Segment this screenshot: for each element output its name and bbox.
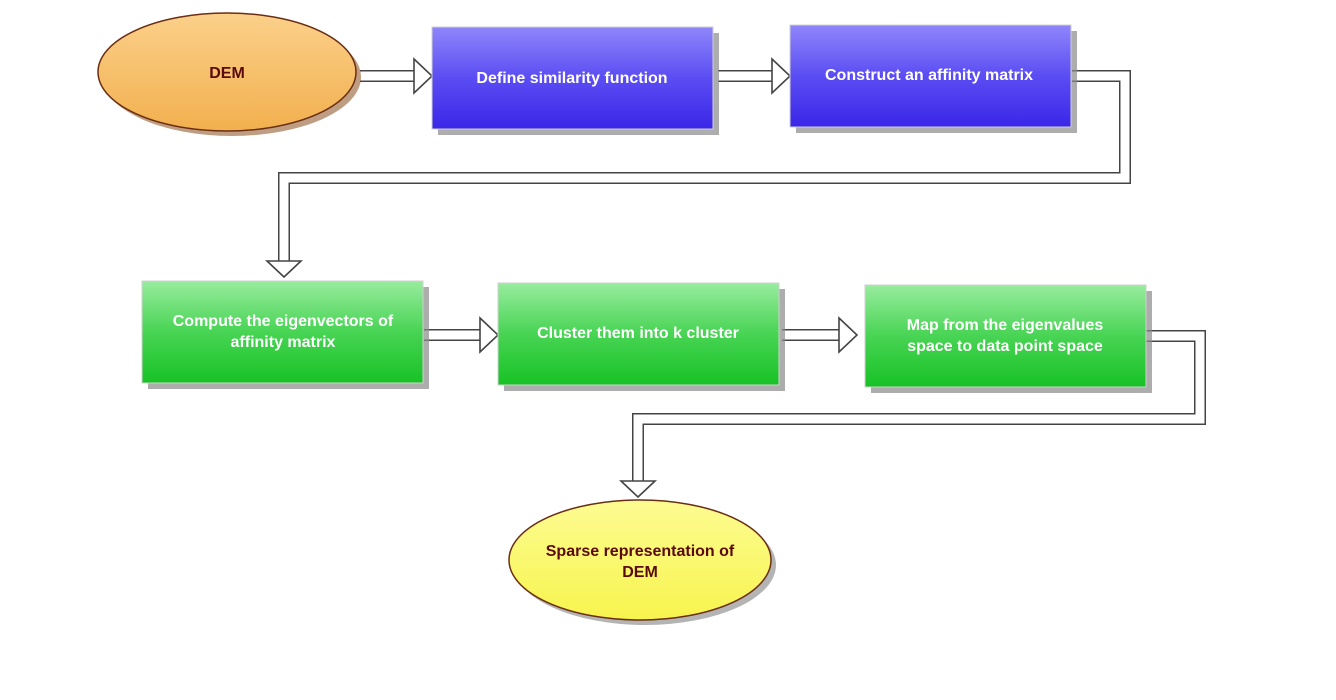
eigenvectors-line1: Compute the eigenvectors of bbox=[173, 313, 394, 330]
cluster-label: Cluster them into k cluster bbox=[537, 325, 739, 342]
process-compute-eigenvectors: Compute the eigenvectors of affinity mat… bbox=[141, 280, 429, 389]
arrow-head-icon bbox=[413, 57, 434, 95]
arrow-head-icon bbox=[264, 260, 304, 279]
arrow-head-icon bbox=[771, 57, 792, 95]
sparse-line2: DEM bbox=[622, 564, 658, 581]
connector-affinity-to-eigenvectors bbox=[264, 70, 1131, 279]
connector-map-to-sparse bbox=[618, 330, 1206, 499]
end-node-sparse-representation: Sparse representation of DEM bbox=[508, 499, 776, 625]
affinity-label: Construct an affinity matrix bbox=[825, 67, 1033, 84]
dem-label: DEM bbox=[209, 65, 245, 82]
connector-eigenvectors-to-cluster bbox=[423, 316, 500, 354]
arrow-head-icon bbox=[838, 316, 859, 354]
connector-cluster-to-map bbox=[781, 316, 859, 354]
process-define-similarity: Define similarity function bbox=[431, 26, 719, 135]
process-construct-affinity: Construct an affinity matrix bbox=[789, 24, 1077, 133]
similarity-label: Define similarity function bbox=[476, 70, 667, 87]
sparse-line1: Sparse representation of bbox=[546, 543, 735, 560]
map-line2: space to data point space bbox=[907, 338, 1103, 355]
arrow-head-icon bbox=[618, 480, 658, 499]
eigenvectors-line2: affinity matrix bbox=[231, 334, 336, 351]
start-node-dem: DEM bbox=[97, 12, 361, 136]
arrow-head-icon bbox=[479, 316, 500, 354]
map-line1: Map from the eigenvalues bbox=[907, 317, 1104, 334]
process-cluster: Cluster them into k cluster bbox=[497, 282, 785, 391]
connector-dem-to-similarity bbox=[359, 57, 434, 95]
connector-similarity-to-affinity bbox=[717, 57, 792, 95]
process-map-eigenvalues: Map from the eigenvalues space to data p… bbox=[864, 284, 1152, 393]
